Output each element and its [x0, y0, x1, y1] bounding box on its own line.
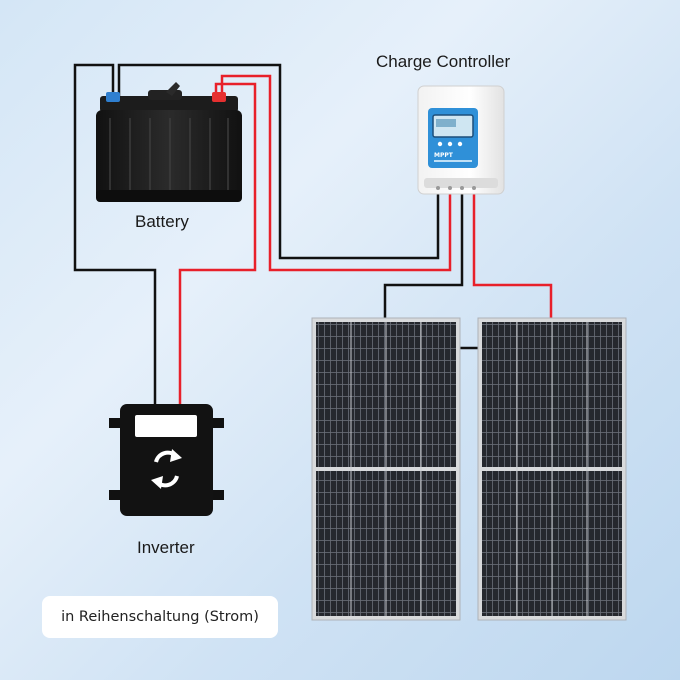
controller-brand: MPPT — [434, 152, 454, 159]
solar-panel-icon — [311, 317, 627, 621]
inverter-cycle-icon — [109, 404, 224, 516]
negative-wire-controller-panel — [383, 192, 464, 320]
positive-terminal — [212, 92, 226, 102]
positive-wire-battery-controller — [220, 74, 452, 272]
wiring-mode-note: in Reihenschaltung (Strom) — [42, 596, 278, 638]
solar-panel-right — [477, 317, 627, 621]
mppt-controller-icon: MPPT — [417, 85, 505, 195]
negative-terminal — [106, 92, 120, 102]
positive-wire-battery-inverter — [178, 82, 257, 415]
positive-wire-controller-panel — [472, 192, 553, 320]
wires — [73, 63, 553, 415]
battery-label: Battery — [135, 212, 189, 231]
negative-wire-battery-inverter — [73, 63, 157, 415]
negative-wire-battery-controller — [117, 63, 440, 260]
inverter-label: Inverter — [137, 538, 195, 557]
solar-panel-left — [311, 317, 461, 621]
charge-controller-label: Charge Controller — [376, 52, 511, 71]
car-battery-icon — [96, 82, 242, 202]
